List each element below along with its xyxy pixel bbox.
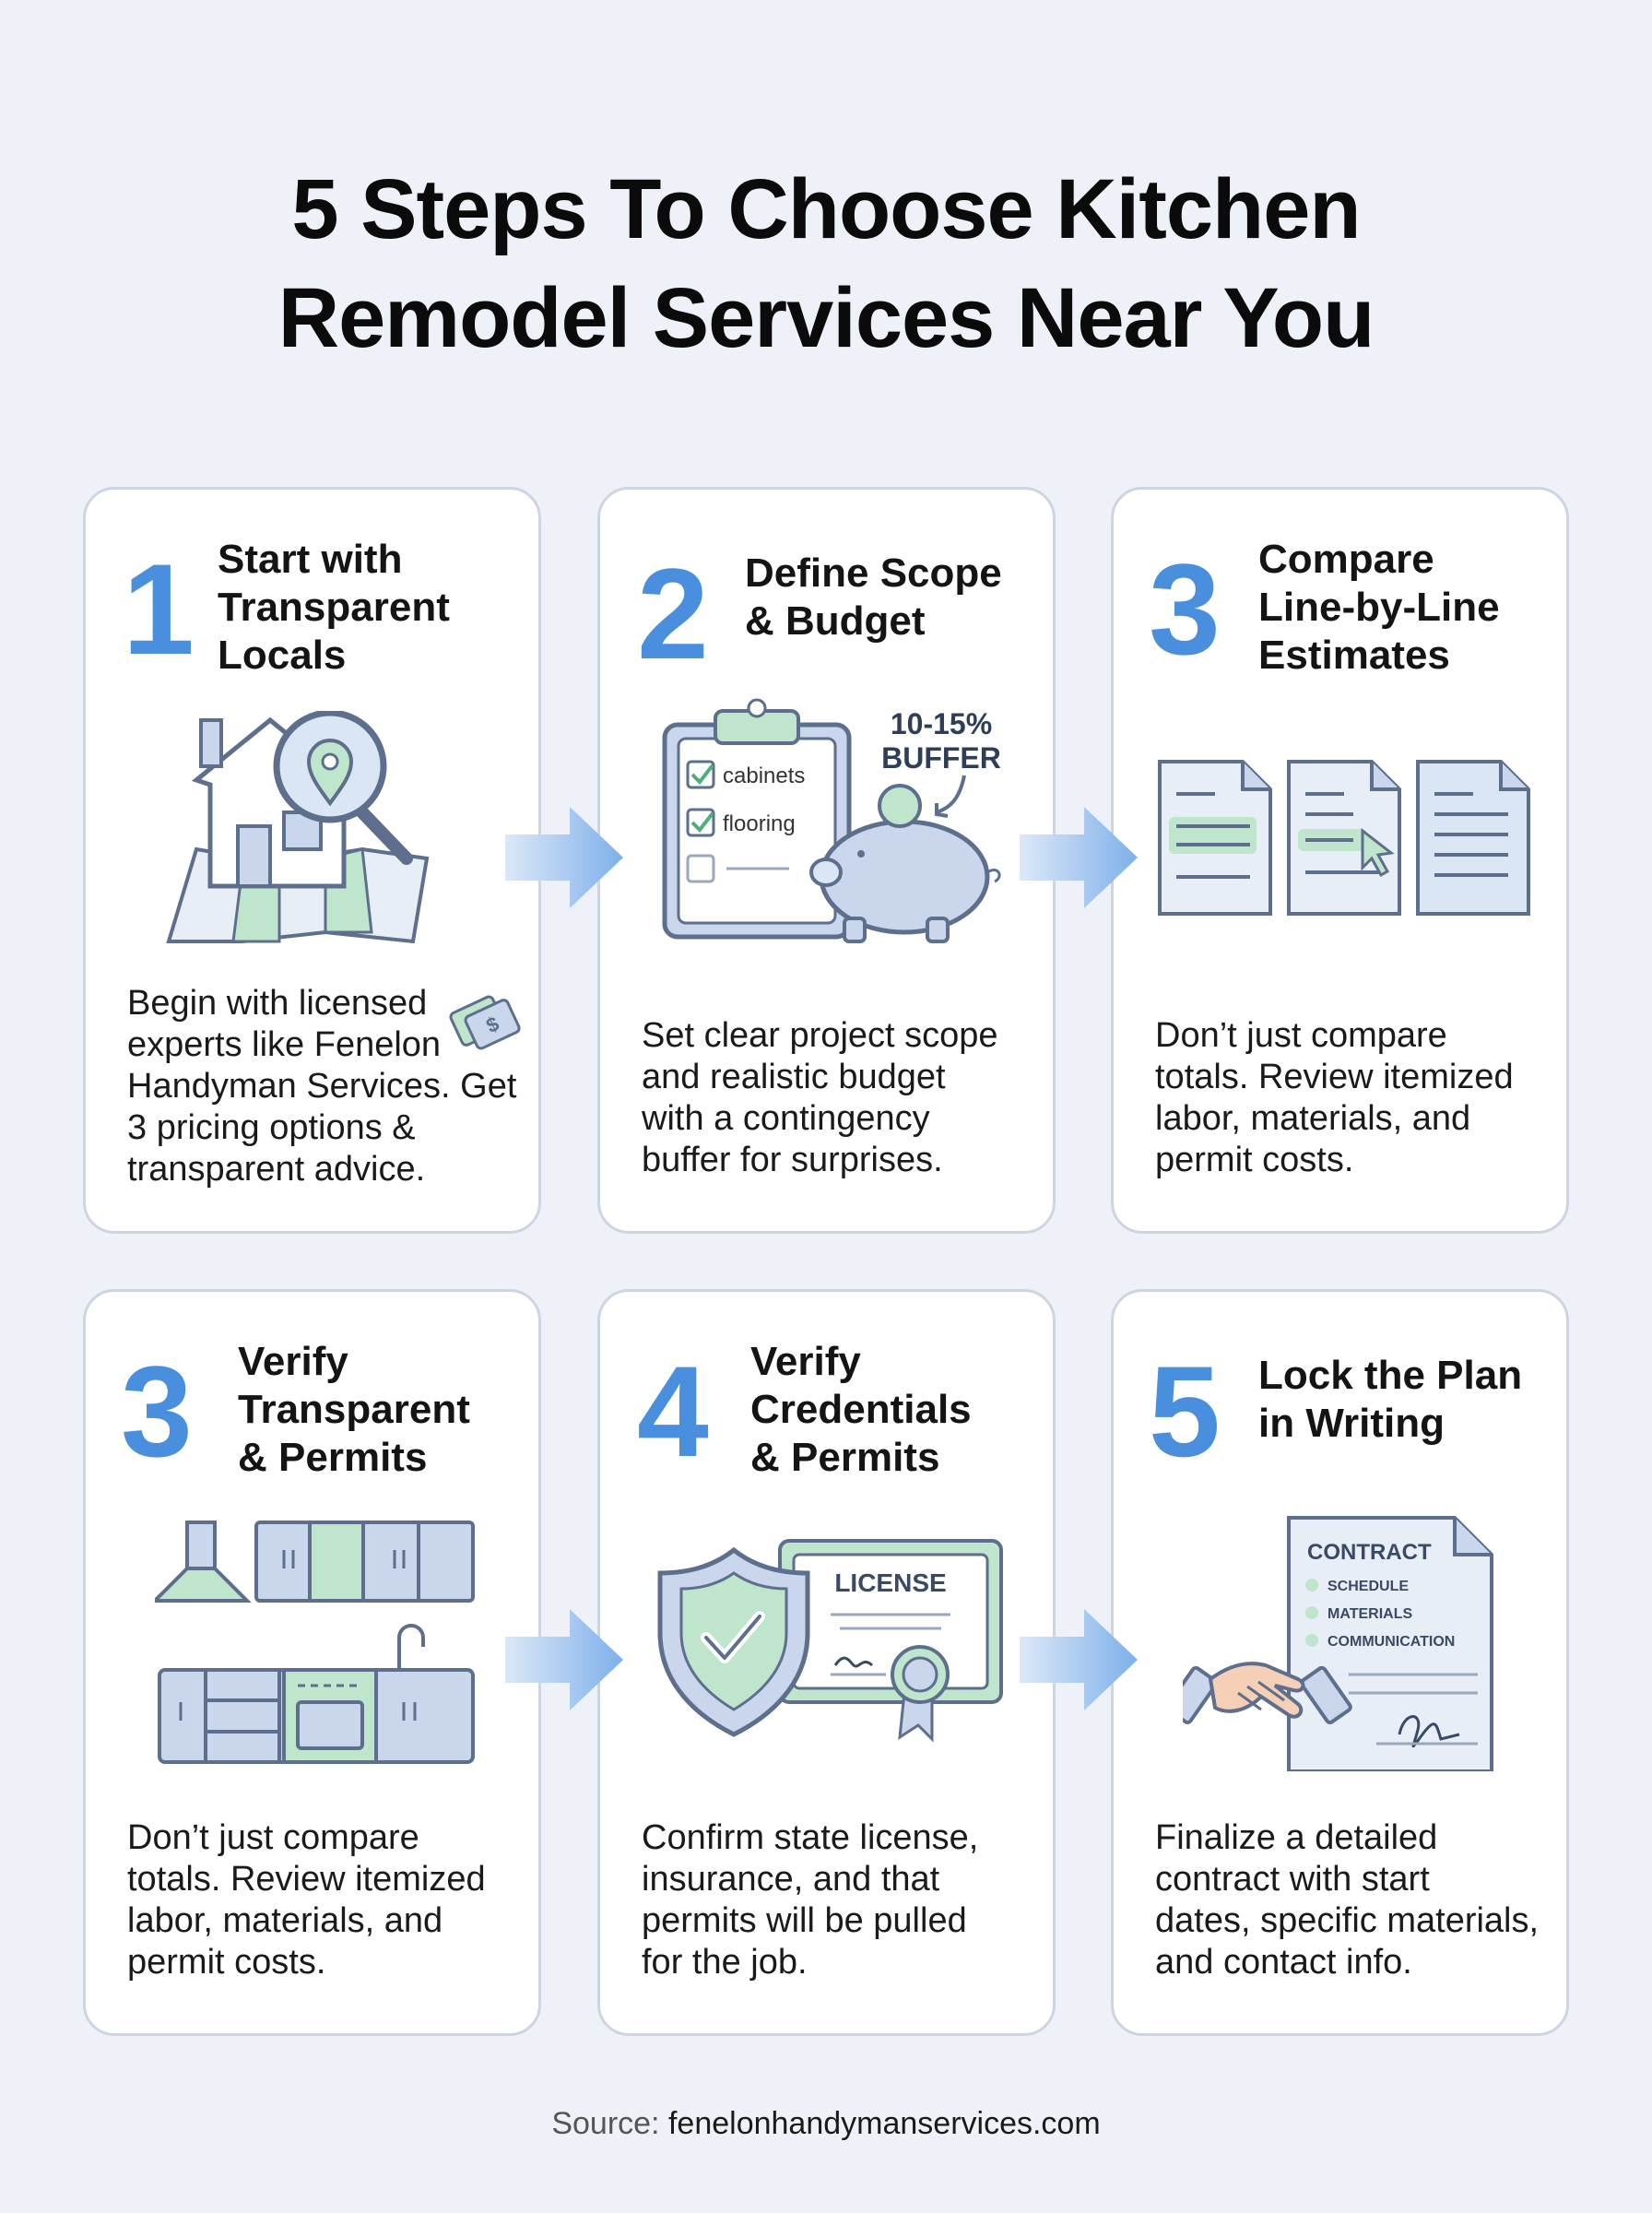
step-heading: Verify Credentials & Permits [750, 1339, 972, 1480]
contract-title: CONTRACT [1307, 1540, 1432, 1565]
arrow-right-icon [1020, 1609, 1138, 1710]
step-number: 5 [1149, 1339, 1221, 1484]
contract-handshake-icon: CONTRACT SCHEDULE MATERIALS COMMUNICATIO… [1183, 1516, 1493, 1771]
checklist-item-cabinets: cabinets [723, 763, 805, 788]
step-card-2: 2 Define Scope & Budget cabinets floorin… [597, 487, 1056, 1234]
contract-item: MATERIALS [1328, 1606, 1412, 1622]
checklist-item-flooring: flooring [723, 811, 796, 836]
step-description: Confirm state license, insurance, and th… [642, 1818, 979, 1982]
step-card-1: 1 Start with Transparent Locals $ Begin … [83, 487, 541, 1234]
buffer-label: 10-15% [891, 707, 992, 740]
step-description: Begin with licensed experts like Fenelon… [127, 984, 517, 1189]
step-number: 3 [1149, 537, 1221, 681]
house-map-search-icon [166, 711, 430, 944]
arrow-right-icon [505, 1609, 623, 1710]
step-card-6: 5 Lock the Plan in Writing CONTRACT SCHE… [1111, 1289, 1569, 2036]
step-description: Don’t just compare totals. Review itemiz… [1155, 1016, 1514, 1179]
step-number: 1 [123, 537, 195, 681]
step-description: Set clear project scope and realistic bu… [642, 1016, 998, 1179]
clipboard-piggy-bank-icon: cabinets flooring 10-15% BUFFER [662, 698, 1001, 943]
buffer-label: BUFFER [881, 741, 1001, 775]
price-tag-icon: $ [449, 995, 521, 1050]
step-heading: Verify Transparent & Permits [238, 1339, 470, 1480]
contract-item: COMMUNICATION [1328, 1634, 1455, 1650]
step-number: 4 [637, 1339, 709, 1484]
step-description: Finalize a detailed contract with start … [1155, 1818, 1540, 1982]
step-heading: Compare Line-by-Line Estimates [1258, 537, 1500, 678]
step-card-3: 3 Compare Line-by-Line Estimates [1111, 487, 1569, 1234]
step-heading: Lock the Plan in Writing [1258, 1353, 1523, 1446]
step-card-4: 3 Verify Transparent & Permits Don’t jus… [83, 1289, 541, 2036]
documents-compare-icon [1158, 760, 1530, 916]
source-link[interactable]: fenelonhandymanservices.com [667, 2106, 1101, 2141]
license-label: LICENSE [834, 1568, 946, 1597]
step-card-5: 4 Verify Credentials & Permits LICENSE C… [597, 1289, 1056, 2036]
step-heading: Start with Transparent Locals [218, 537, 450, 678]
step-number: 2 [637, 541, 709, 686]
arrow-right-icon [1020, 807, 1138, 908]
kitchen-cabinets-icon [155, 1521, 475, 1764]
source-credit: Source: fenelonhandymanservices.com [551, 2106, 1101, 2141]
contract-item: SCHEDULE [1328, 1579, 1409, 1594]
step-description: Don’t just compare totals. Review itemiz… [127, 1818, 486, 1982]
step-heading: Define Scope & Budget [745, 550, 1002, 644]
step-number: 3 [121, 1339, 193, 1484]
arrow-right-icon [505, 807, 623, 908]
page-title: 5 Steps To Choose Kitchen Remodel Servic… [277, 162, 1375, 365]
shield-license-icon: LICENSE [657, 1539, 1003, 1743]
